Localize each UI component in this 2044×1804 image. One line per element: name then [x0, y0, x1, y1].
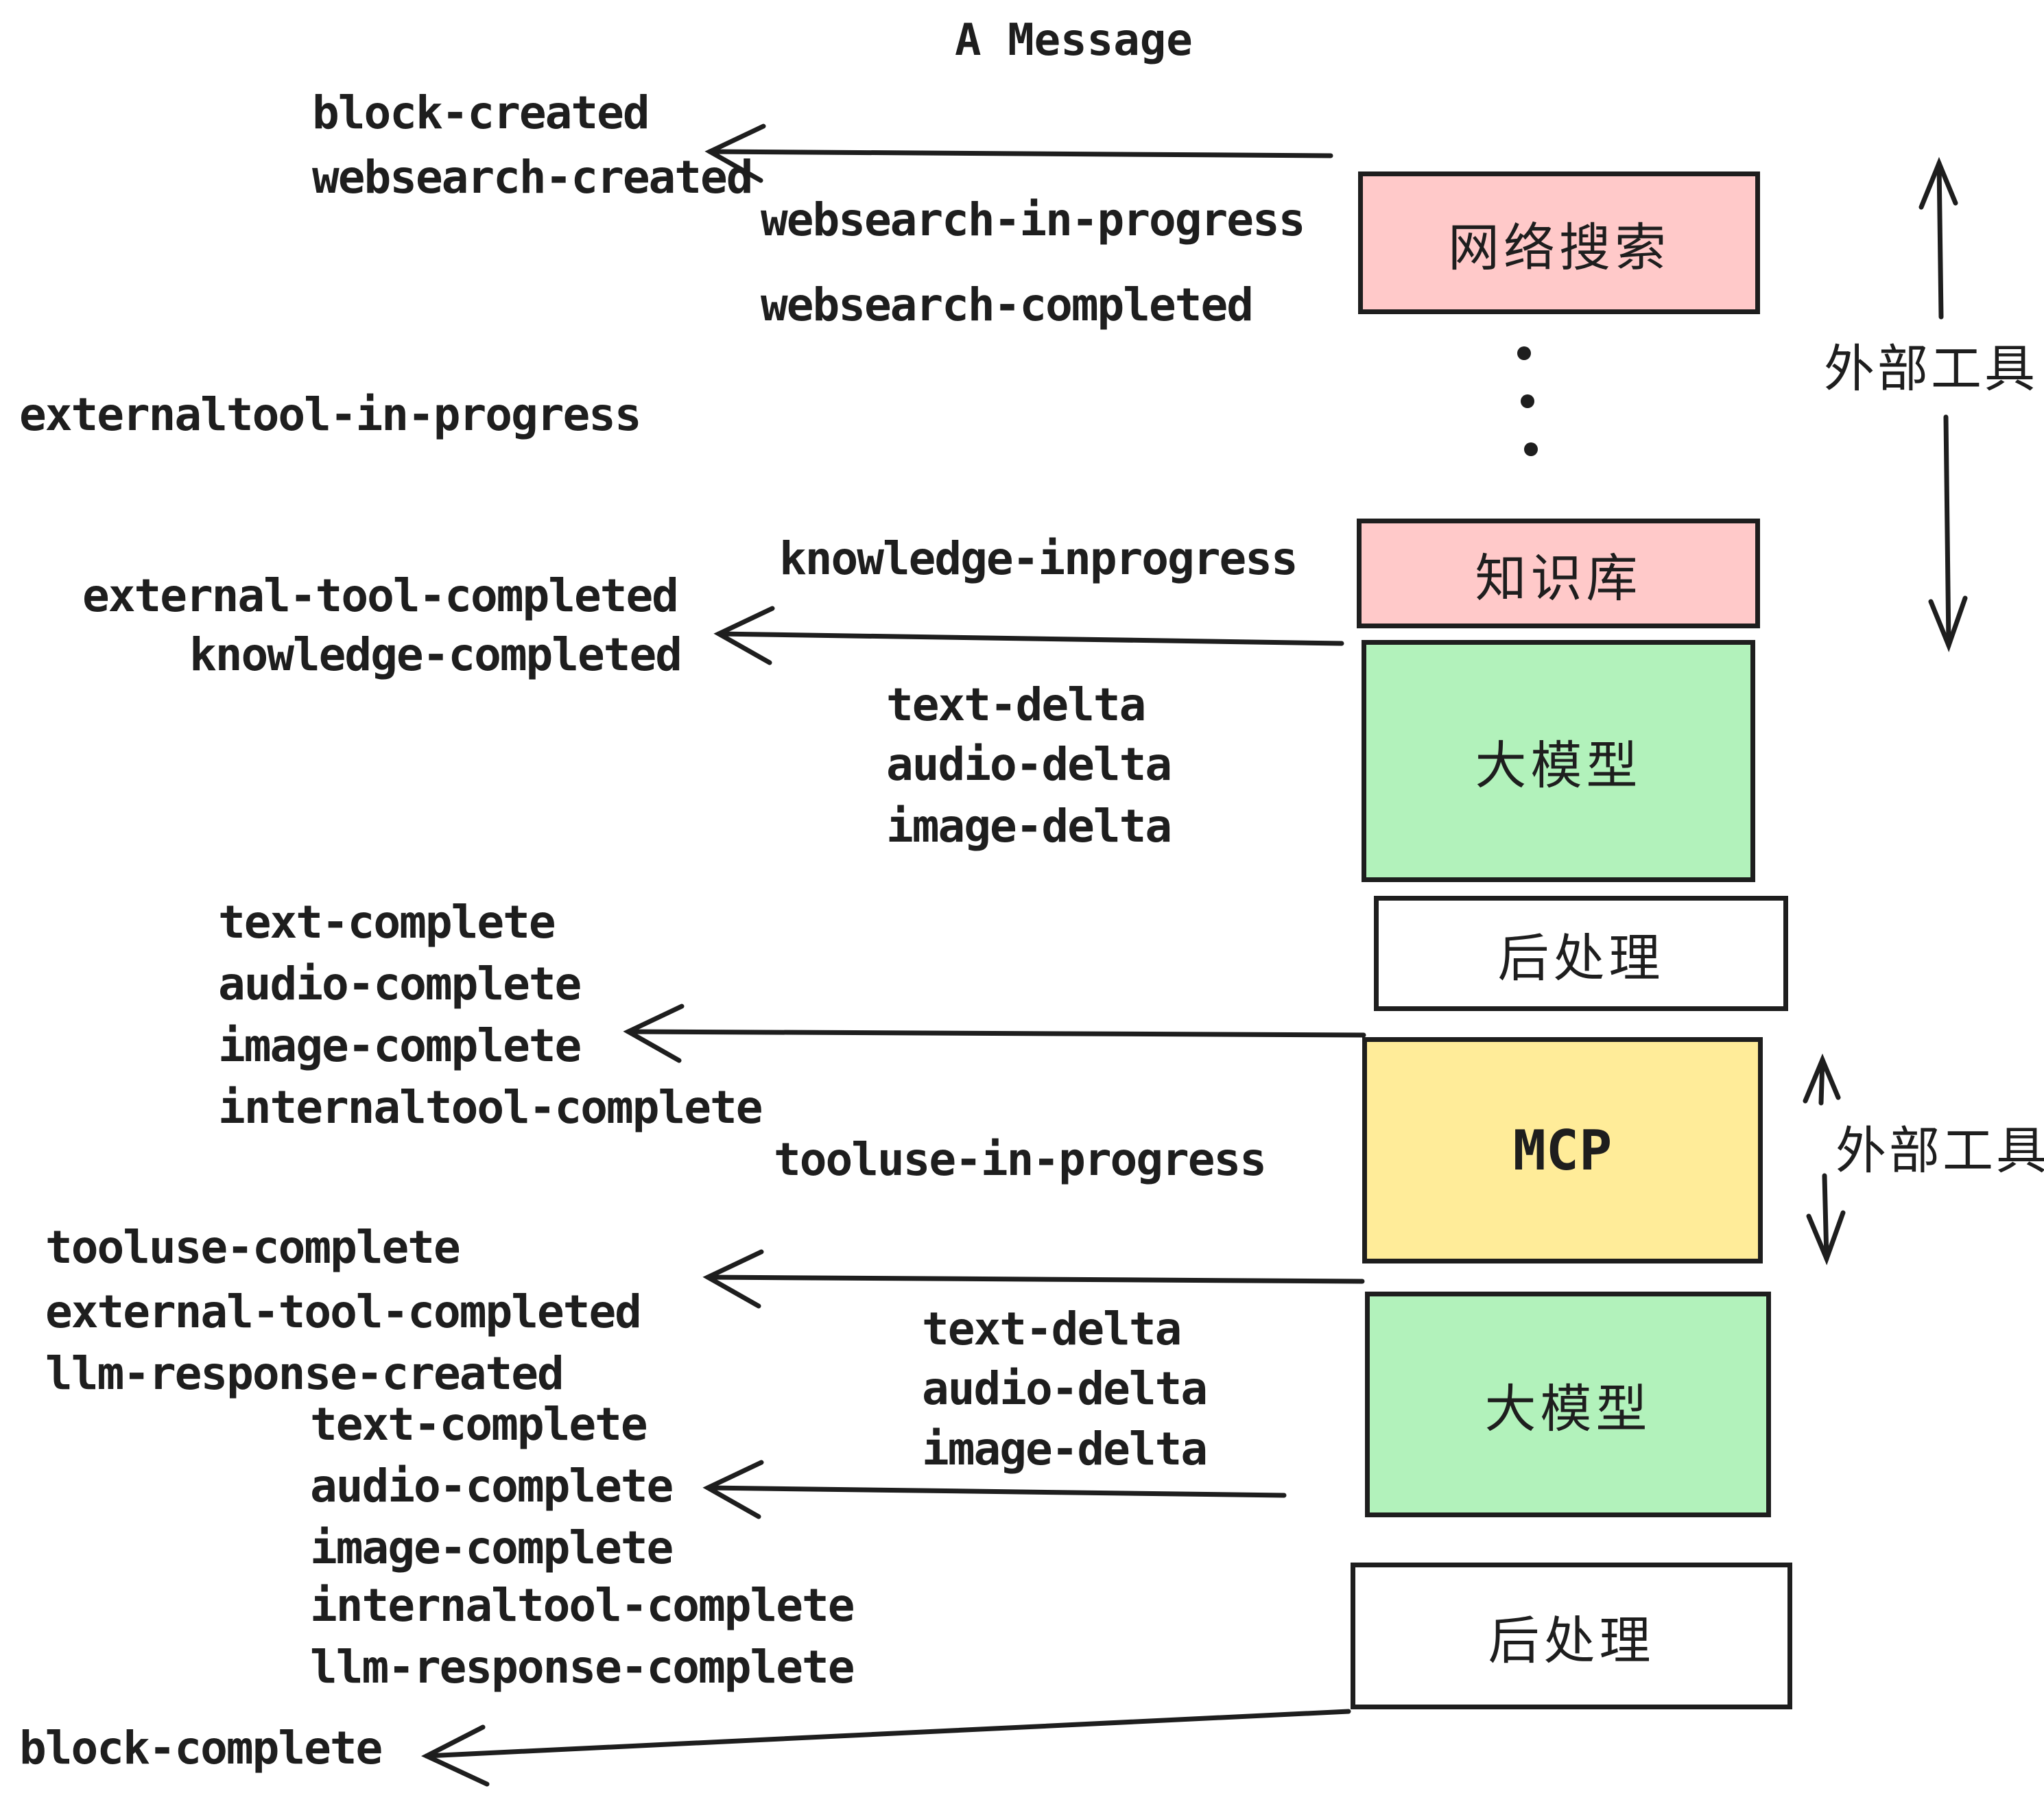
event-audio-delta-2: audio-delta	[922, 1362, 1208, 1415]
arrow-external-tools-up-2	[1803, 1053, 1841, 1106]
event-audio-complete-2: audio-complete	[310, 1460, 674, 1512]
arrow-external-tools-down-1	[1928, 414, 1968, 652]
event-tooluse-complete: tooluse-complete	[45, 1221, 461, 1274]
arrow-external-tools-down-2	[1806, 1173, 1846, 1266]
box-llm-top-label: 大模型	[1475, 735, 1642, 796]
event-image-complete-2: image-complete	[310, 1521, 674, 1574]
event-text-delta-1: text-delta	[886, 678, 1146, 731]
box-websearch: 网络搜索	[1358, 171, 1760, 314]
arrow-to-knowledge-completed	[713, 606, 1344, 665]
event-internaltool-complete-2: internaltool-complete	[310, 1579, 855, 1632]
arrow-to-tooluse-complete	[702, 1249, 1365, 1309]
event-text-complete-2: text-complete	[310, 1398, 648, 1451]
event-externaltool-in-progress: externaltool-in-progress	[19, 388, 642, 441]
event-image-delta-1: image-delta	[886, 800, 1172, 853]
event-audio-complete-1: audio-complete	[218, 958, 582, 1010]
label-external-tools-upper: 外部工具	[1824, 340, 2038, 399]
event-websearch-in-progress: websearch-in-progress	[761, 193, 1305, 246]
event-image-complete-1: image-complete	[218, 1019, 582, 1072]
label-external-tools-lower: 外部工具	[1835, 1121, 2044, 1180]
ellipsis-dot-3	[1524, 442, 1538, 456]
arrow-to-image-complete	[623, 1004, 1366, 1063]
event-external-tool-completed-1: external-tool-completed	[82, 569, 679, 622]
arrow-to-block-complete	[421, 1709, 1351, 1787]
event-llm-response-complete: llm-response-complete	[310, 1641, 855, 1694]
box-llm-bottom-label: 大模型	[1484, 1379, 1652, 1439]
event-audio-delta-1: audio-delta	[886, 738, 1172, 791]
event-block-created: block-created	[312, 86, 650, 139]
event-llm-response-created: llm-response-created	[45, 1347, 565, 1400]
event-knowledge-completed: knowledge-completed	[189, 628, 682, 681]
event-websearch-completed: websearch-completed	[761, 278, 1254, 331]
event-external-tool-completed-2: external-tool-completed	[45, 1285, 642, 1338]
box-llm-top: 大模型	[1362, 640, 1755, 882]
event-text-delta-2: text-delta	[922, 1303, 1182, 1355]
event-text-complete-1: text-complete	[218, 896, 556, 949]
event-internaltool-complete-1: internaltool-complete	[218, 1081, 763, 1134]
diagram-title: A Message	[955, 15, 1193, 66]
event-websearch-created: websearch-created	[312, 151, 754, 204]
box-post-top: 后处理	[1374, 896, 1788, 1011]
arrow-external-tools-up-1	[1918, 156, 1958, 320]
box-websearch-label: 网络搜索	[1447, 217, 1670, 278]
ellipsis-dot-2	[1521, 394, 1534, 408]
event-image-delta-2: image-delta	[922, 1423, 1208, 1475]
box-mcp: MCP	[1362, 1037, 1763, 1263]
arrow-to-websearch-created	[704, 123, 1333, 183]
event-knowledge-inprogress: knowledge-inprogress	[779, 532, 1298, 585]
event-tooluse-in-progress: tooluse-in-progress	[774, 1133, 1267, 1186]
box-knowledge: 知识库	[1357, 519, 1760, 628]
box-llm-bottom: 大模型	[1365, 1292, 1771, 1517]
ellipsis-dot-1	[1517, 346, 1531, 360]
event-block-complete: block-complete	[19, 1722, 383, 1775]
box-post-bottom: 后处理	[1351, 1563, 1792, 1709]
box-post-top-label: 后处理	[1497, 927, 1665, 988]
box-mcp-label: MCP	[1512, 1118, 1613, 1183]
box-post-bottom-label: 后处理	[1488, 1610, 1655, 1671]
box-knowledge-label: 知识库	[1475, 547, 1642, 608]
